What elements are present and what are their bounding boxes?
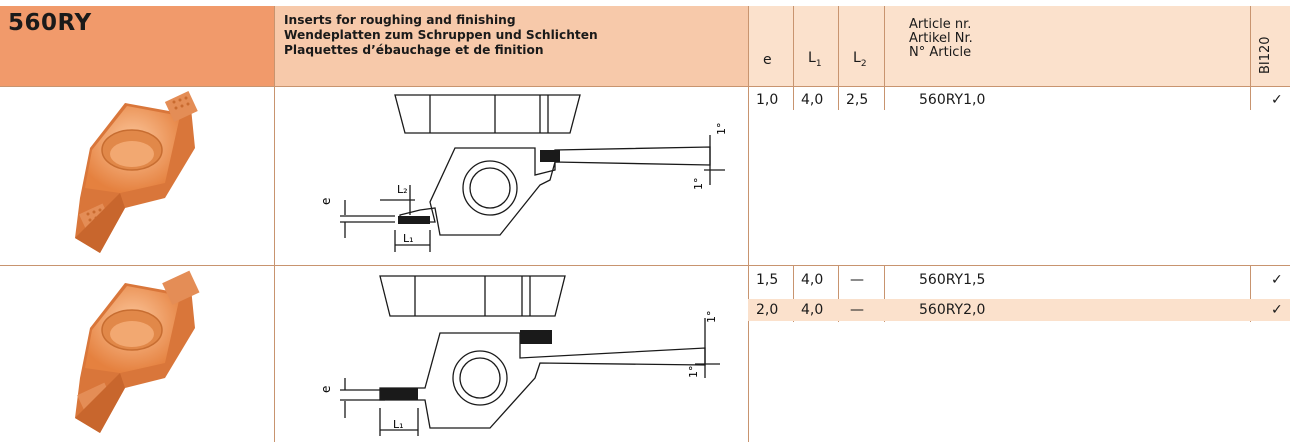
angle-label-top: 1° [715,123,728,136]
row1-l1: 4,0 [801,92,824,108]
separator [1250,6,1251,110]
columns-header [748,6,1290,86]
article-header-de: Artikel Nr. [909,31,973,46]
row3-l2: — [850,302,864,318]
description-fr: Plaquettes d’ébauchage et de finition [284,43,544,57]
technical-drawing-2: e L₁ 1° 1° [319,275,720,436]
separator [793,266,794,322]
row1-l2: 2,5 [846,92,869,108]
separator [884,266,885,322]
angle-label-top: 1° [705,311,718,324]
angle-label-bottom: 1° [692,178,705,191]
row2-grade-check: ✓ [1271,272,1283,288]
grade-header: BI120 [1258,36,1273,74]
column-header-l2: L2 [853,50,867,69]
separator [748,6,749,442]
row2-article: 560RY1,5 [919,272,986,288]
description-en: Inserts for roughing and finishing [284,13,516,27]
angle-label-bottom: 1° [687,366,700,379]
column-header-l1: L1 [808,50,822,69]
column-header-e: e [763,52,772,68]
product-code: 560RY [8,10,92,36]
row3-e: 2,0 [756,302,779,318]
row1-article: 560RY1,0 [919,92,986,108]
row3-l1: 4,0 [801,302,824,318]
separator [793,6,794,110]
article-header-en: Article nr. [909,17,972,32]
row2-e: 1,5 [756,272,779,288]
separator [274,6,275,442]
dim-label-l2: L₂ [397,183,408,196]
separator [838,266,839,322]
separator [1250,266,1251,322]
row1-e: 1,0 [756,92,779,108]
row3-article: 560RY2,0 [919,302,986,318]
insert-image-2 [75,270,200,433]
insert-image-1 [75,91,198,253]
description-header: Inserts for roughing and finishing Wende… [274,6,748,86]
row2-l2: — [850,272,864,288]
dim-label-l1: L₁ [403,232,414,245]
separator [884,6,885,110]
technical-drawing-1: e L₂ L₁ 1° 1° [319,94,728,252]
article-header-fr: N° Article [909,45,972,60]
dim-label-l1: L₁ [393,418,404,431]
product-code-header: 560RY [0,6,274,86]
dim-label-e: e [319,198,333,205]
row3-grade-check: ✓ [1271,302,1283,318]
description-de: Wendeplatten zum Schruppen und Schlichte… [284,28,598,42]
row-divider [0,265,1290,266]
row2-l1: 4,0 [801,272,824,288]
row1-grade-check: ✓ [1271,92,1283,108]
header-divider [0,86,1290,87]
separator [838,6,839,110]
dim-label-e: e [319,386,333,393]
row3-highlight [748,299,1290,321]
